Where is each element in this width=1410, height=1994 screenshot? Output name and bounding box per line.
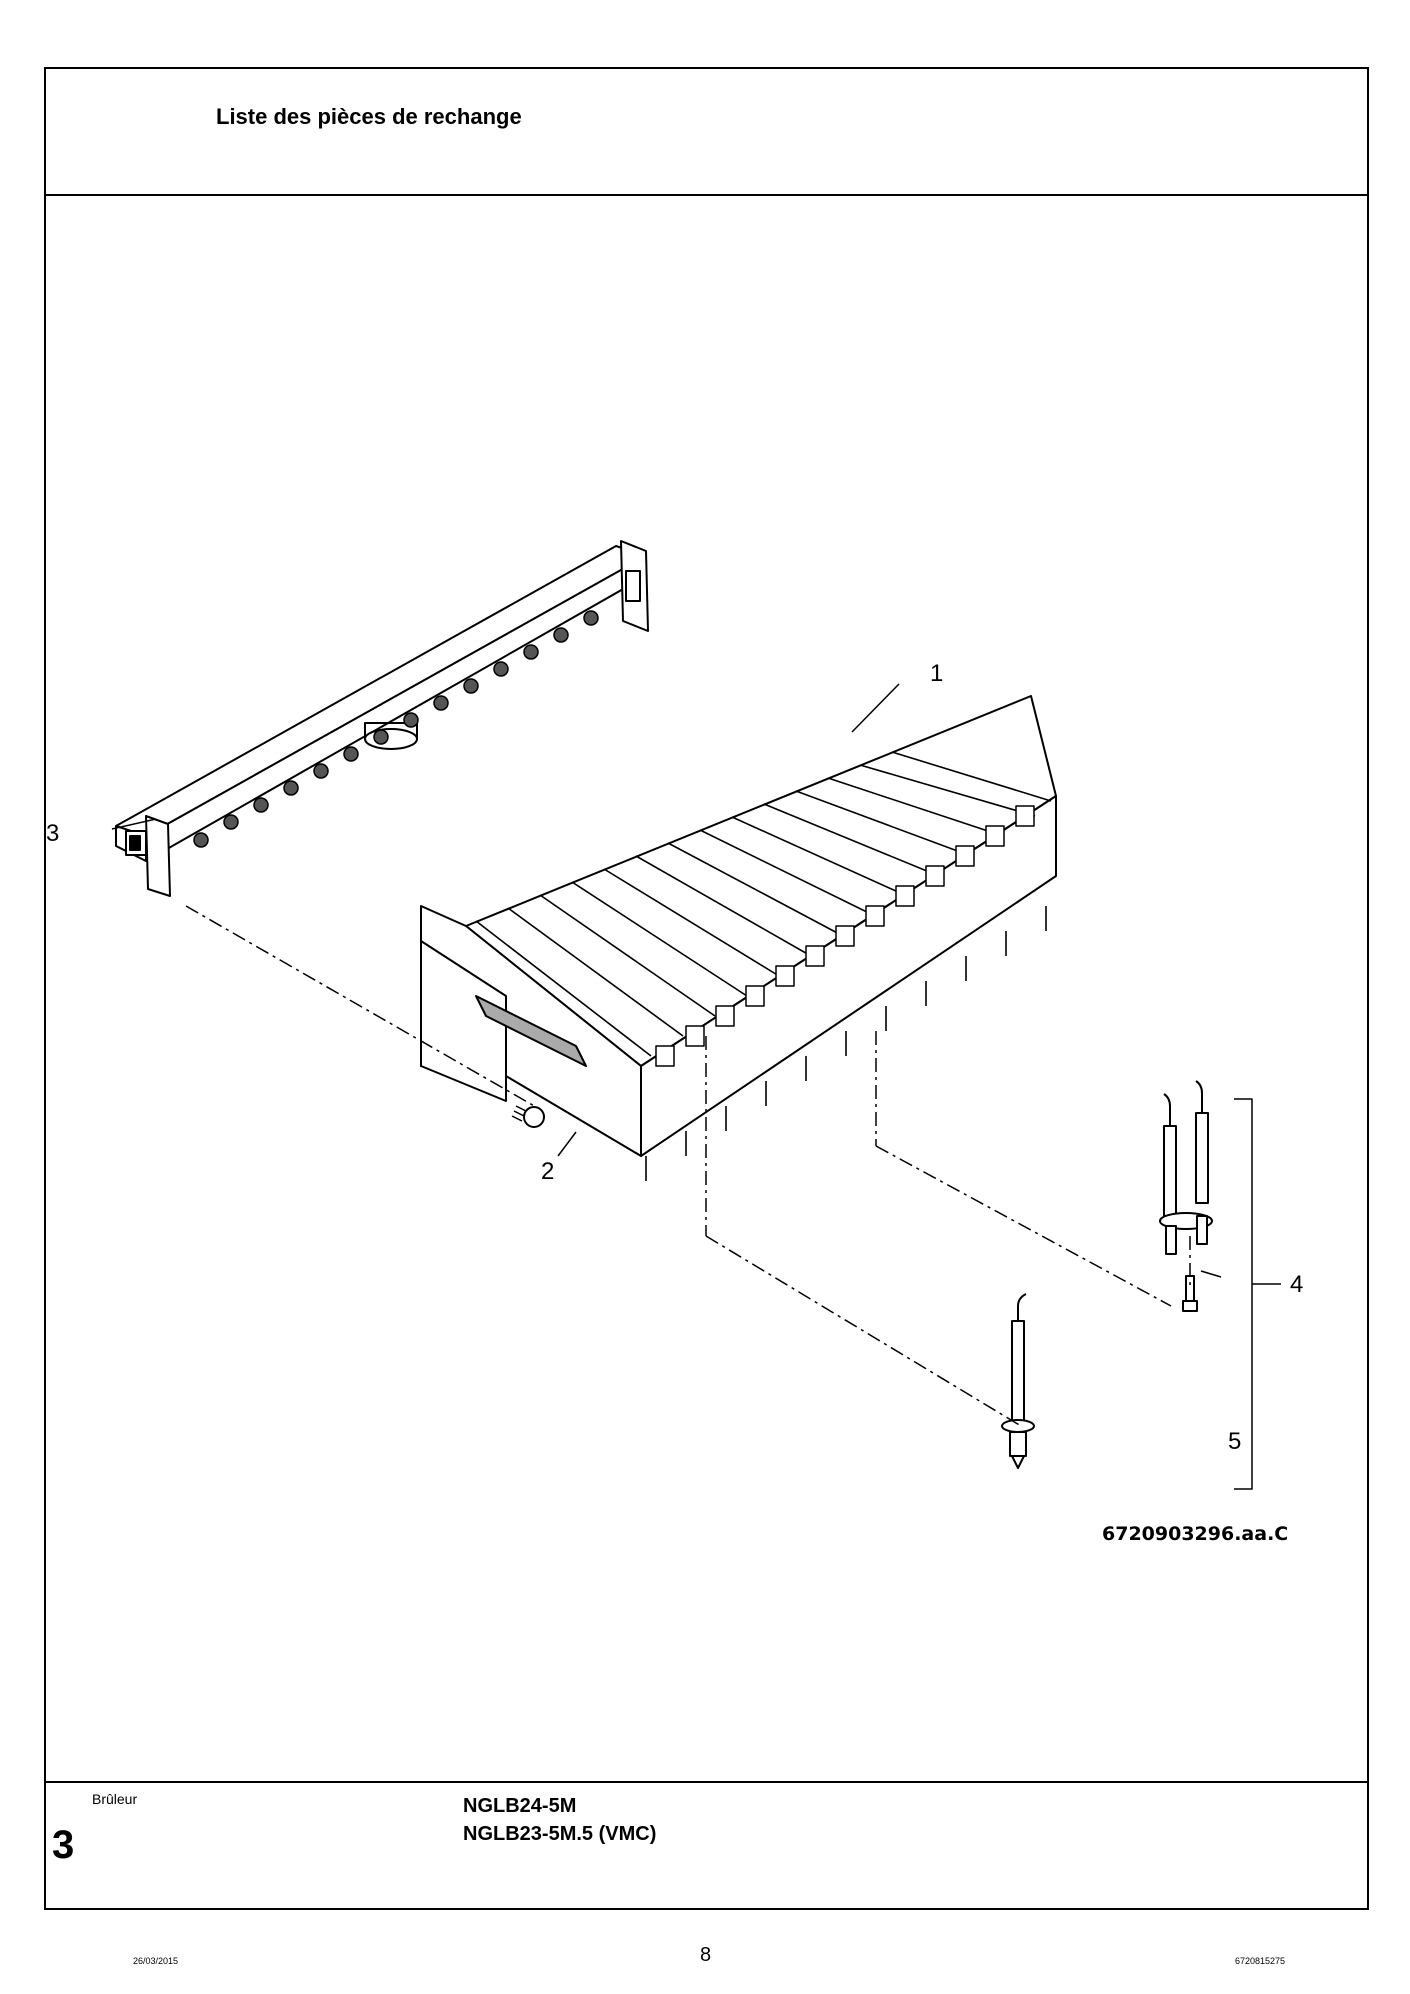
callout-2: 2 [541, 1158, 554, 1185]
burner-block-part [420, 695, 1057, 1181]
page-date: 26/03/2015 [133, 1956, 179, 1966]
electrode-pair-part-4 [1159, 1080, 1213, 1255]
model-name-2: NGLB23-5M.5 (VMC) [463, 1823, 657, 1845]
drawing-reference-code: 6720903296.aa.C [1102, 1523, 1288, 1545]
leader-lines [111, 683, 1281, 1490]
page-frame: Liste des pièces de rechange [44, 67, 1369, 1910]
model-name-1: NGLB24-5M [463, 1795, 577, 1817]
gas-manifold-part [115, 540, 649, 897]
callout-1: 1 [930, 660, 943, 687]
screw-part-5 [1182, 1275, 1198, 1312]
screw-part-2 [511, 1105, 545, 1128]
exploded-view-drawing: 1 2 3 4 5 6720903296.aa.C [46, 196, 1367, 1781]
footer-row: Brûleur 3 NGLB24-5M NGLB23-5M.5 (VMC) [46, 1781, 1367, 1908]
callout-3: 3 [46, 820, 59, 847]
callout-5: 5 [1228, 1428, 1241, 1455]
section-name: Brûleur [92, 1791, 138, 1807]
document-number: 6720815275 [1235, 1956, 1286, 1966]
burner-exploded-diagram: 1 2 3 4 5 6720903296.aa.C [46, 540, 1303, 1545]
assembly-lines [185, 905, 1191, 1427]
page-number: 8 [700, 1944, 712, 1966]
section-number: 3 [52, 1823, 75, 1867]
page-title: Liste des pièces de rechange [216, 104, 522, 129]
callout-4: 4 [1290, 1271, 1303, 1298]
header-row: Liste des pièces de rechange [46, 69, 1367, 196]
single-electrode-part [1001, 1293, 1035, 1469]
